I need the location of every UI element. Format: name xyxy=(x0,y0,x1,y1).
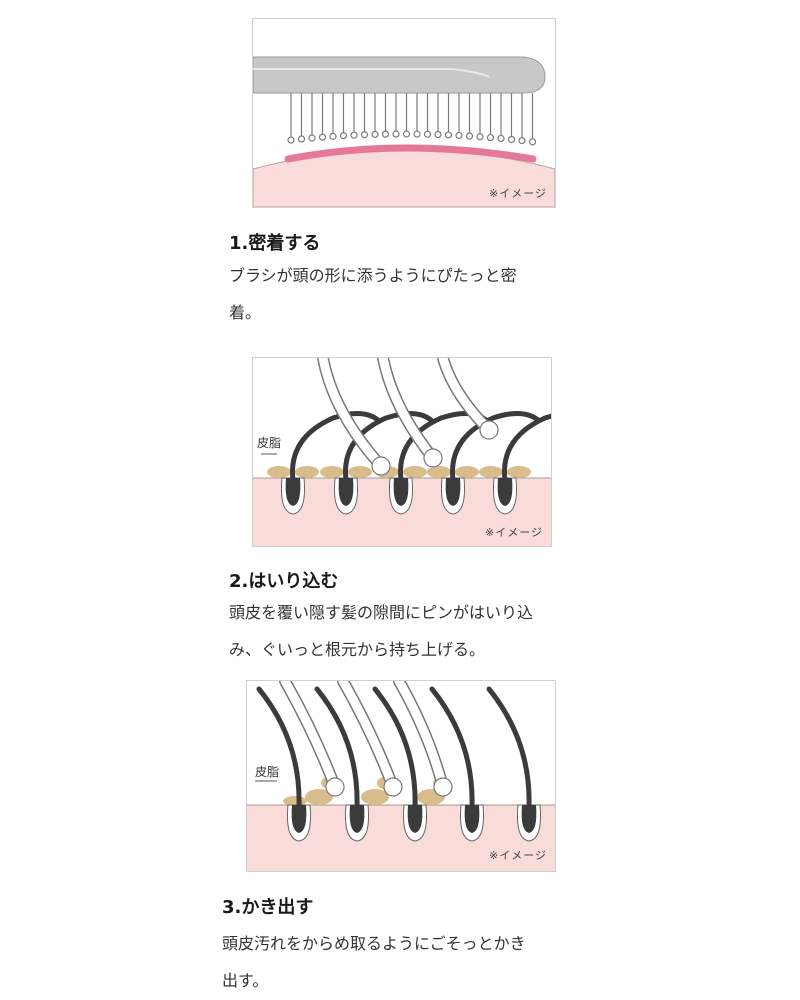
hair xyxy=(502,413,551,483)
pins-illustration xyxy=(253,358,551,546)
hair-root xyxy=(349,805,365,833)
scrape-illustration xyxy=(247,681,555,871)
section-heading: 3.かき出す xyxy=(222,897,314,918)
bristle-tip xyxy=(308,134,316,142)
pin-inner xyxy=(394,681,448,792)
bristle-tip xyxy=(297,135,306,143)
section-heading: 2.はいり込む xyxy=(229,571,339,592)
hair-root xyxy=(393,478,409,506)
hair-follicles xyxy=(287,804,541,842)
pin-inner xyxy=(438,358,494,435)
sebum xyxy=(267,466,291,478)
hair-root xyxy=(464,805,480,833)
hair-root xyxy=(521,805,537,833)
pin-tip xyxy=(371,456,391,476)
sebum-label: 皮脂 xyxy=(255,765,280,779)
hair-strands xyxy=(256,686,532,810)
sebum xyxy=(403,466,427,478)
sebum xyxy=(305,789,333,805)
bristle-tip xyxy=(476,133,484,141)
sebum xyxy=(361,789,389,805)
pin-tip xyxy=(479,420,499,440)
figure-caption: ※イメージ xyxy=(489,849,547,862)
hair xyxy=(290,411,381,483)
hair xyxy=(429,686,475,810)
section-body: ブラシが頭の形に添うようにぴたっと密 着。 xyxy=(229,266,517,322)
bristle-tip xyxy=(392,130,400,138)
bristle-tip xyxy=(518,136,526,145)
bristle-tip xyxy=(507,135,516,144)
hair-root xyxy=(285,478,301,506)
bristle-tip xyxy=(455,131,463,140)
bristle-tip xyxy=(371,130,379,138)
pin-inner xyxy=(338,681,398,792)
bristle-tip xyxy=(329,132,337,140)
hair-root xyxy=(445,478,461,506)
hair-root xyxy=(497,478,513,506)
hair xyxy=(486,686,532,810)
hair-root xyxy=(291,805,307,833)
sebum xyxy=(320,466,344,478)
bristle-tip xyxy=(360,131,369,139)
bristle-tip xyxy=(434,130,442,139)
sebum xyxy=(455,466,479,478)
bristle-tip xyxy=(486,133,495,142)
hair xyxy=(314,686,360,810)
brush-body xyxy=(253,56,546,94)
pin-inner xyxy=(378,358,438,463)
bristle-tip xyxy=(287,136,295,144)
figure-caption: ※イメージ xyxy=(485,526,543,539)
brush-illustration xyxy=(253,56,555,207)
figure-scraping-out: 皮脂 ※イメージ xyxy=(246,680,556,872)
bristle-tip xyxy=(318,133,327,141)
section-body: 頭皮汚れをからめ取るようにごそっとかき 出す。 xyxy=(222,934,526,990)
bristle-tip xyxy=(497,134,505,143)
bristle-tip xyxy=(402,130,411,138)
sebum-blobs xyxy=(283,777,449,806)
hair-strands xyxy=(290,411,551,483)
hair-root xyxy=(407,805,423,833)
bristle-tip xyxy=(381,130,390,138)
bristle-tip xyxy=(444,131,453,139)
figure-caption: ※イメージ xyxy=(489,187,547,200)
bristle-tip xyxy=(413,130,421,138)
hair xyxy=(343,411,434,483)
sebum xyxy=(348,466,372,478)
hair-follicles xyxy=(281,477,517,515)
sebum xyxy=(427,466,451,478)
brush-pins xyxy=(279,681,453,797)
sebum xyxy=(479,466,503,478)
sebum-label: 皮脂 xyxy=(257,436,282,450)
hair-root xyxy=(338,478,354,506)
pin-inner xyxy=(318,358,386,471)
brush-pins xyxy=(317,358,499,476)
section-body: 頭皮を覆い隠す髪の隙間にピンがはいり込 み、ぐいっと根元から持ち上げる。 xyxy=(229,603,534,659)
bristle-tip xyxy=(339,132,348,140)
sebum xyxy=(295,466,319,478)
bristle-tip xyxy=(423,130,432,138)
sebum xyxy=(507,466,531,478)
hair xyxy=(372,686,418,810)
bristle-tip xyxy=(465,132,474,140)
hair xyxy=(450,411,541,483)
section-heading: 1.密着する xyxy=(229,233,321,254)
pin-tip xyxy=(433,777,453,797)
pin-tip xyxy=(325,777,345,797)
hair xyxy=(256,686,302,810)
pin-inner xyxy=(280,681,340,792)
figure-brush-contact: ※イメージ xyxy=(252,18,556,208)
figure-pins-entering: 皮脂 ※イメージ xyxy=(252,357,552,547)
brush-bristles xyxy=(287,93,537,146)
bristle-tip xyxy=(528,138,537,146)
bristle-tip xyxy=(350,131,358,139)
pin-tip xyxy=(423,448,443,468)
scalp-highlight xyxy=(284,144,537,163)
pin-tip xyxy=(383,777,403,797)
